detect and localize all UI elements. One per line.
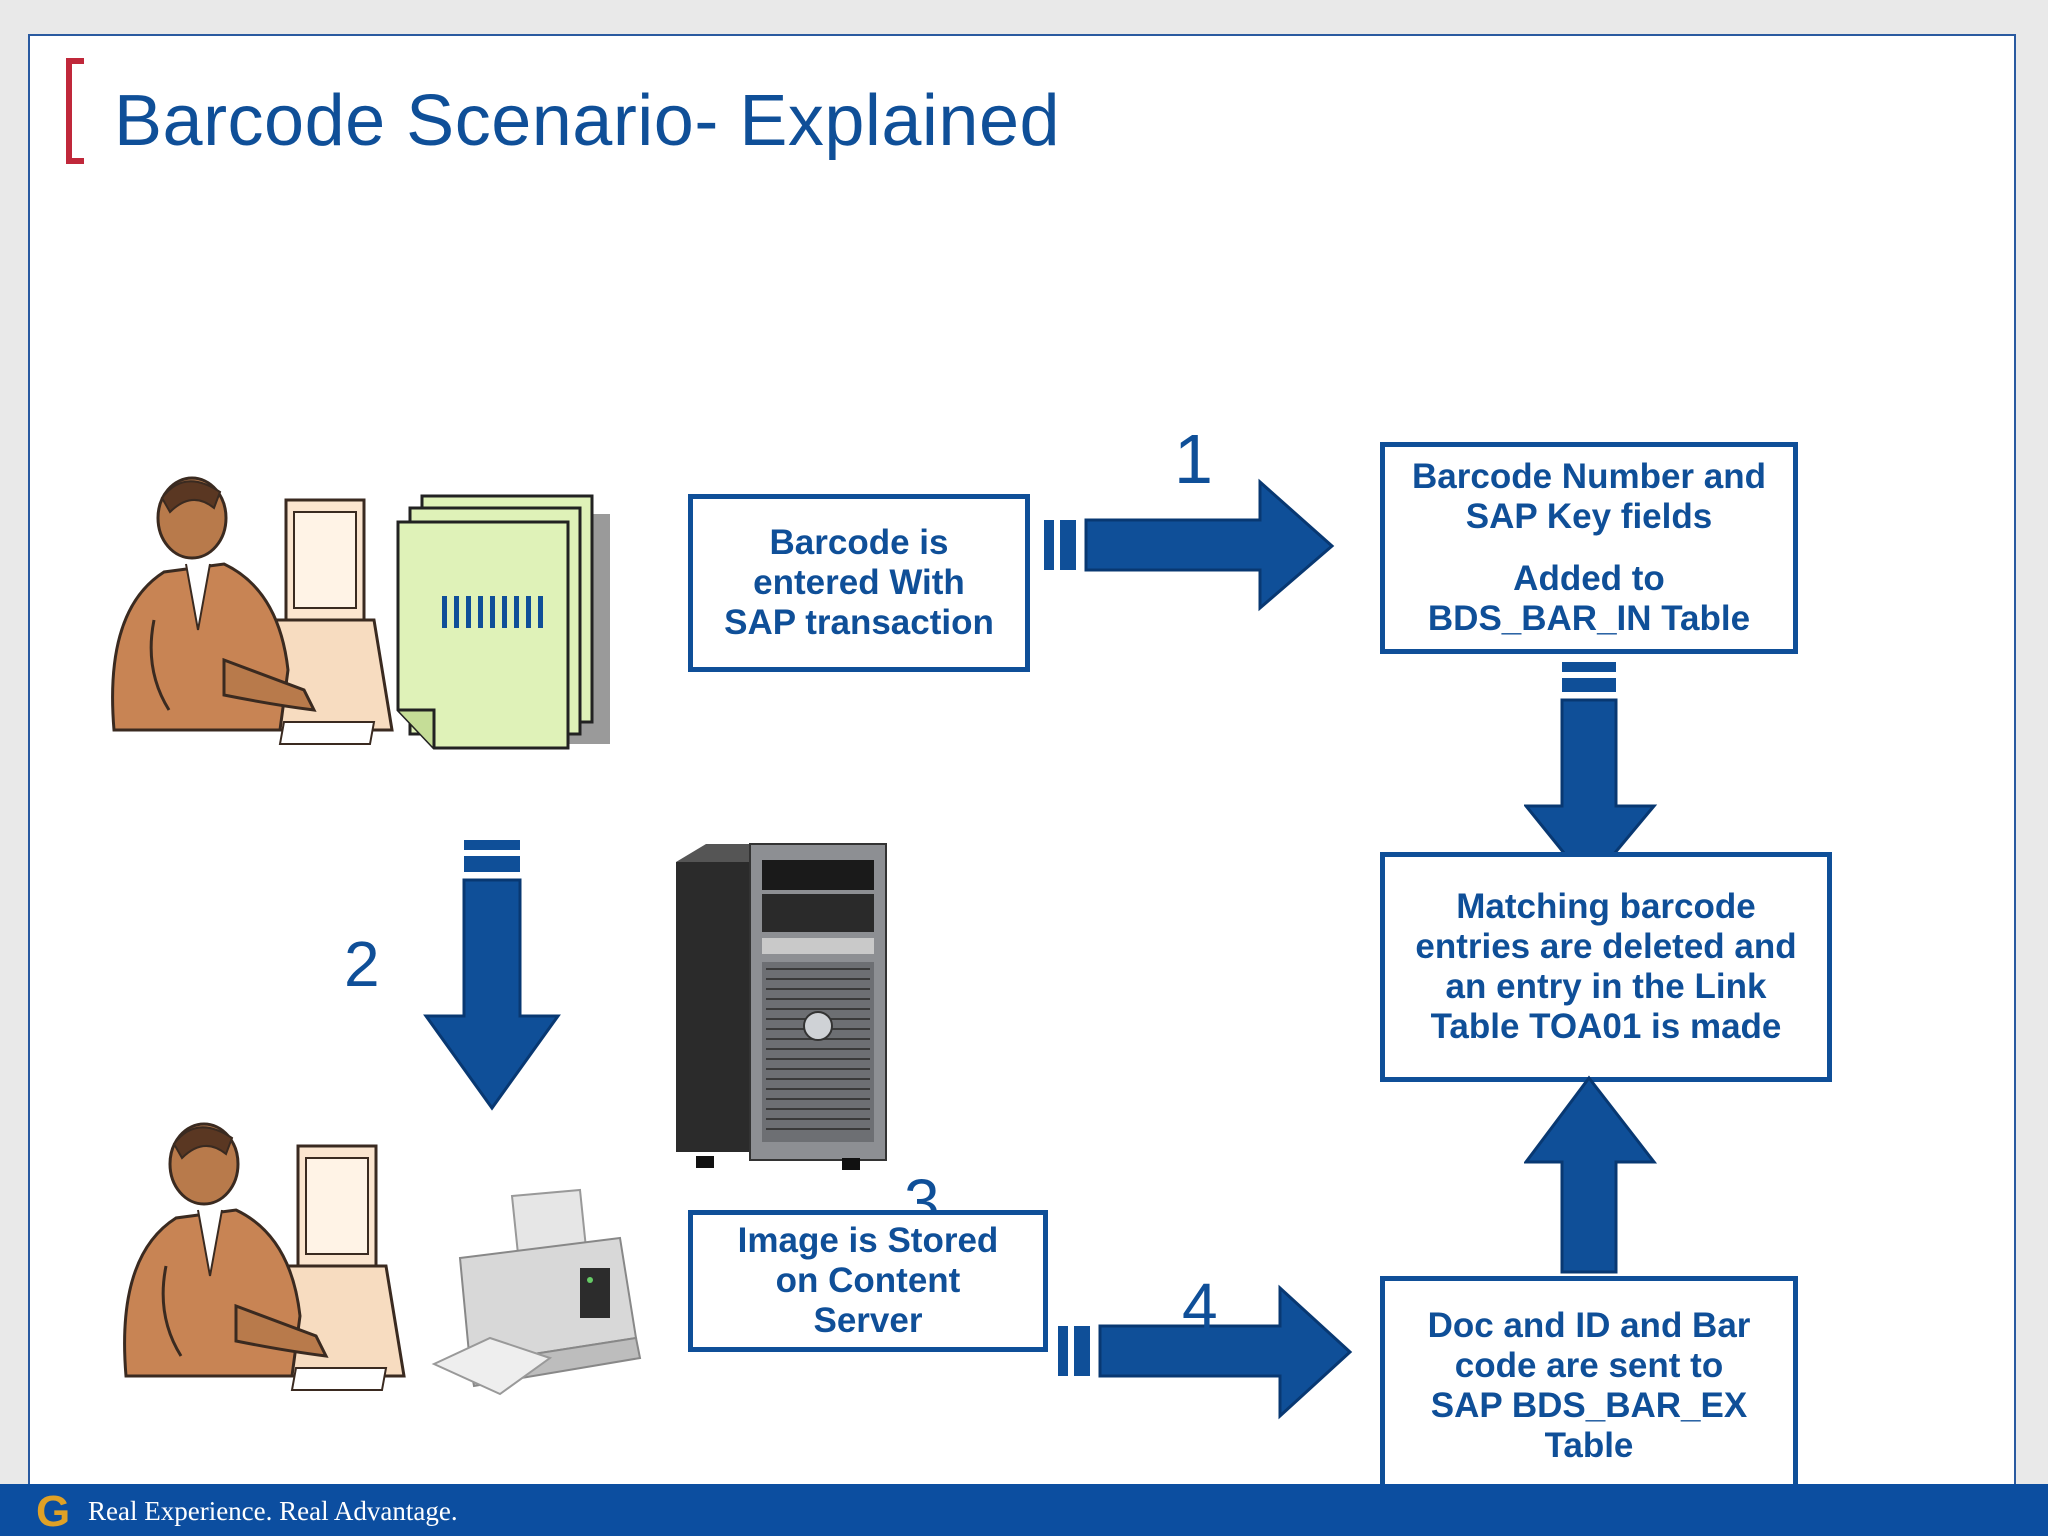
barcode-document-stack-icon <box>396 494 610 750</box>
server-tower-icon <box>676 843 887 1170</box>
logo-letter: G <box>36 1488 70 1532</box>
box-text-line: SAP transaction <box>724 603 994 642</box>
step-number-4: 4 <box>1182 1270 1218 1342</box>
box-text-line: Table TOA01 is made <box>1430 1007 1782 1046</box>
step-number-2: 2 <box>344 928 380 1000</box>
box-text-line: SAP Key fields <box>1465 497 1713 536</box>
box-text-line: Barcode is <box>769 523 949 562</box>
document-scanner-icon <box>431 1188 642 1396</box>
box-text-line: SAP BDS_BAR_EX <box>1430 1386 1748 1425</box>
arrow-down-right-column-icon <box>1524 662 1658 887</box>
bds-bar-in-box: Barcode Number and SAP Key fields Added … <box>1380 442 1798 654</box>
box-text-line: Matching barcode <box>1456 887 1756 926</box>
box-text-line: Doc and ID and Bar <box>1427 1306 1751 1345</box>
company-logo-icon: G <box>36 1488 70 1532</box>
box-text-line: Table <box>1544 1426 1634 1465</box>
person-at-computer-icon <box>123 1122 406 1391</box>
box-text-line: BDS_BAR_IN Table <box>1427 599 1751 638</box>
bds-bar-ex-box: Doc and ID and Bar code are sent to SAP … <box>1380 1276 1798 1496</box>
barcode-entered-box: Barcode is entered With SAP transaction <box>688 494 1030 672</box>
box-text-line: Added to <box>1513 559 1665 598</box>
person-at-computer-icon <box>111 476 394 745</box>
step-number-1: 1 <box>1174 420 1213 498</box>
box-text-line: Image is Stored <box>737 1221 999 1260</box>
title-bracket-icon <box>66 58 84 164</box>
slide-title: Barcode Scenario- Explained <box>114 81 1061 161</box>
footer-bar: G Real Experience. Real Advantage. <box>0 1484 2048 1536</box>
slide: Barcode Scenario- Explained Barcode is e… <box>28 34 2016 1534</box>
footer-tagline: Real Experience. Real Advantage. <box>88 1496 458 1526</box>
image-stored-box: Image is Stored on Content Server <box>688 1210 1048 1352</box>
arrow-down-step-2-icon <box>423 840 561 1111</box>
box-text-line: an entry in the Link <box>1445 967 1767 1006</box>
box-text-line: code are sent to <box>1454 1346 1724 1385</box>
box-text-line: entries are deleted and <box>1415 927 1797 966</box>
box-text-line: on Content <box>775 1261 961 1300</box>
box-text-line: entered With <box>753 563 965 602</box>
box-text-line: Server <box>813 1301 923 1340</box>
box-text-line: Barcode Number and <box>1412 457 1766 496</box>
arrow-right-step-1-icon <box>1044 478 1335 612</box>
arrow-right-step-4-icon <box>1058 1284 1353 1420</box>
matching-entries-box: Matching barcode entries are deleted and… <box>1380 852 1832 1082</box>
